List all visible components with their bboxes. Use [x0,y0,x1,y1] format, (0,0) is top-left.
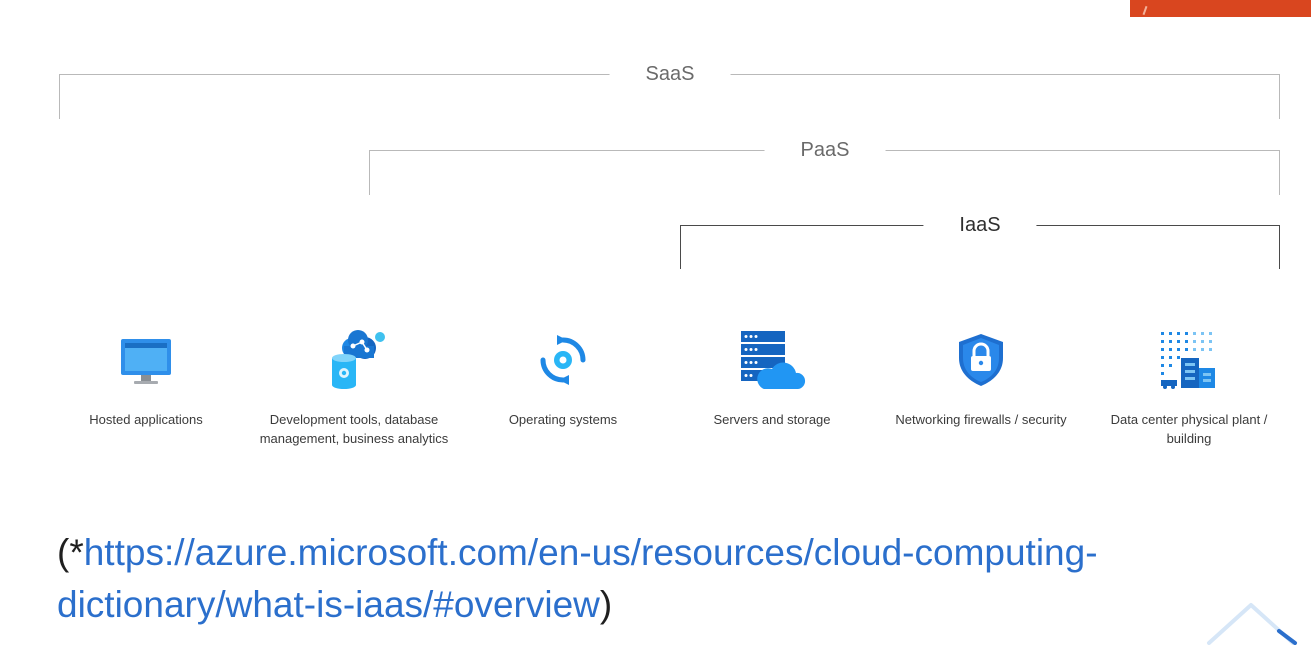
monitor-icon [111,325,181,395]
item-label: Networking firewalls / security [895,412,1067,427]
item-hosted-applications: Hosted applications [46,325,246,429]
footnote-prefix: (* [57,532,84,573]
datacenter-building-icon [1154,325,1224,395]
item-datacenter: Data center physical plant / building [1089,325,1289,448]
source-link[interactable]: https://azure.microsoft.com/en-us/resour… [57,532,1098,625]
item-servers-storage: Servers and storage [672,325,872,429]
os-refresh-gear-icon [528,325,598,395]
corner-accent-bar [1130,0,1311,17]
item-operating-systems: Operating systems [463,325,663,429]
saas-label: SaaS [609,61,731,87]
item-label: Data center physical plant / building [1110,412,1268,446]
service-layers-row: Hosted applications Developmen [0,325,1311,475]
item-label: Development tools, database management, … [259,412,449,446]
item-label: Operating systems [508,412,618,427]
server-cloud-icon [737,325,807,395]
iaas-bracket: IaaS [680,212,1280,269]
source-footnote: (*https://azure.microsoft.com/en-us/reso… [57,527,1287,631]
scroll-to-top-icon[interactable] [1203,597,1303,645]
footnote-suffix: ) [599,584,613,625]
database-tools-icon [319,325,389,395]
paas-label: PaaS [764,137,886,163]
saas-bracket: SaaS [59,61,1280,119]
item-label: Servers and storage [713,412,831,427]
iaas-label: IaaS [923,212,1037,238]
item-networking-security: Networking firewalls / security [881,325,1081,429]
shield-lock-icon [946,325,1016,395]
paas-bracket: PaaS [369,137,1280,195]
item-label: Hosted applications [89,412,203,427]
item-development-tools: Development tools, database management, … [254,325,454,448]
